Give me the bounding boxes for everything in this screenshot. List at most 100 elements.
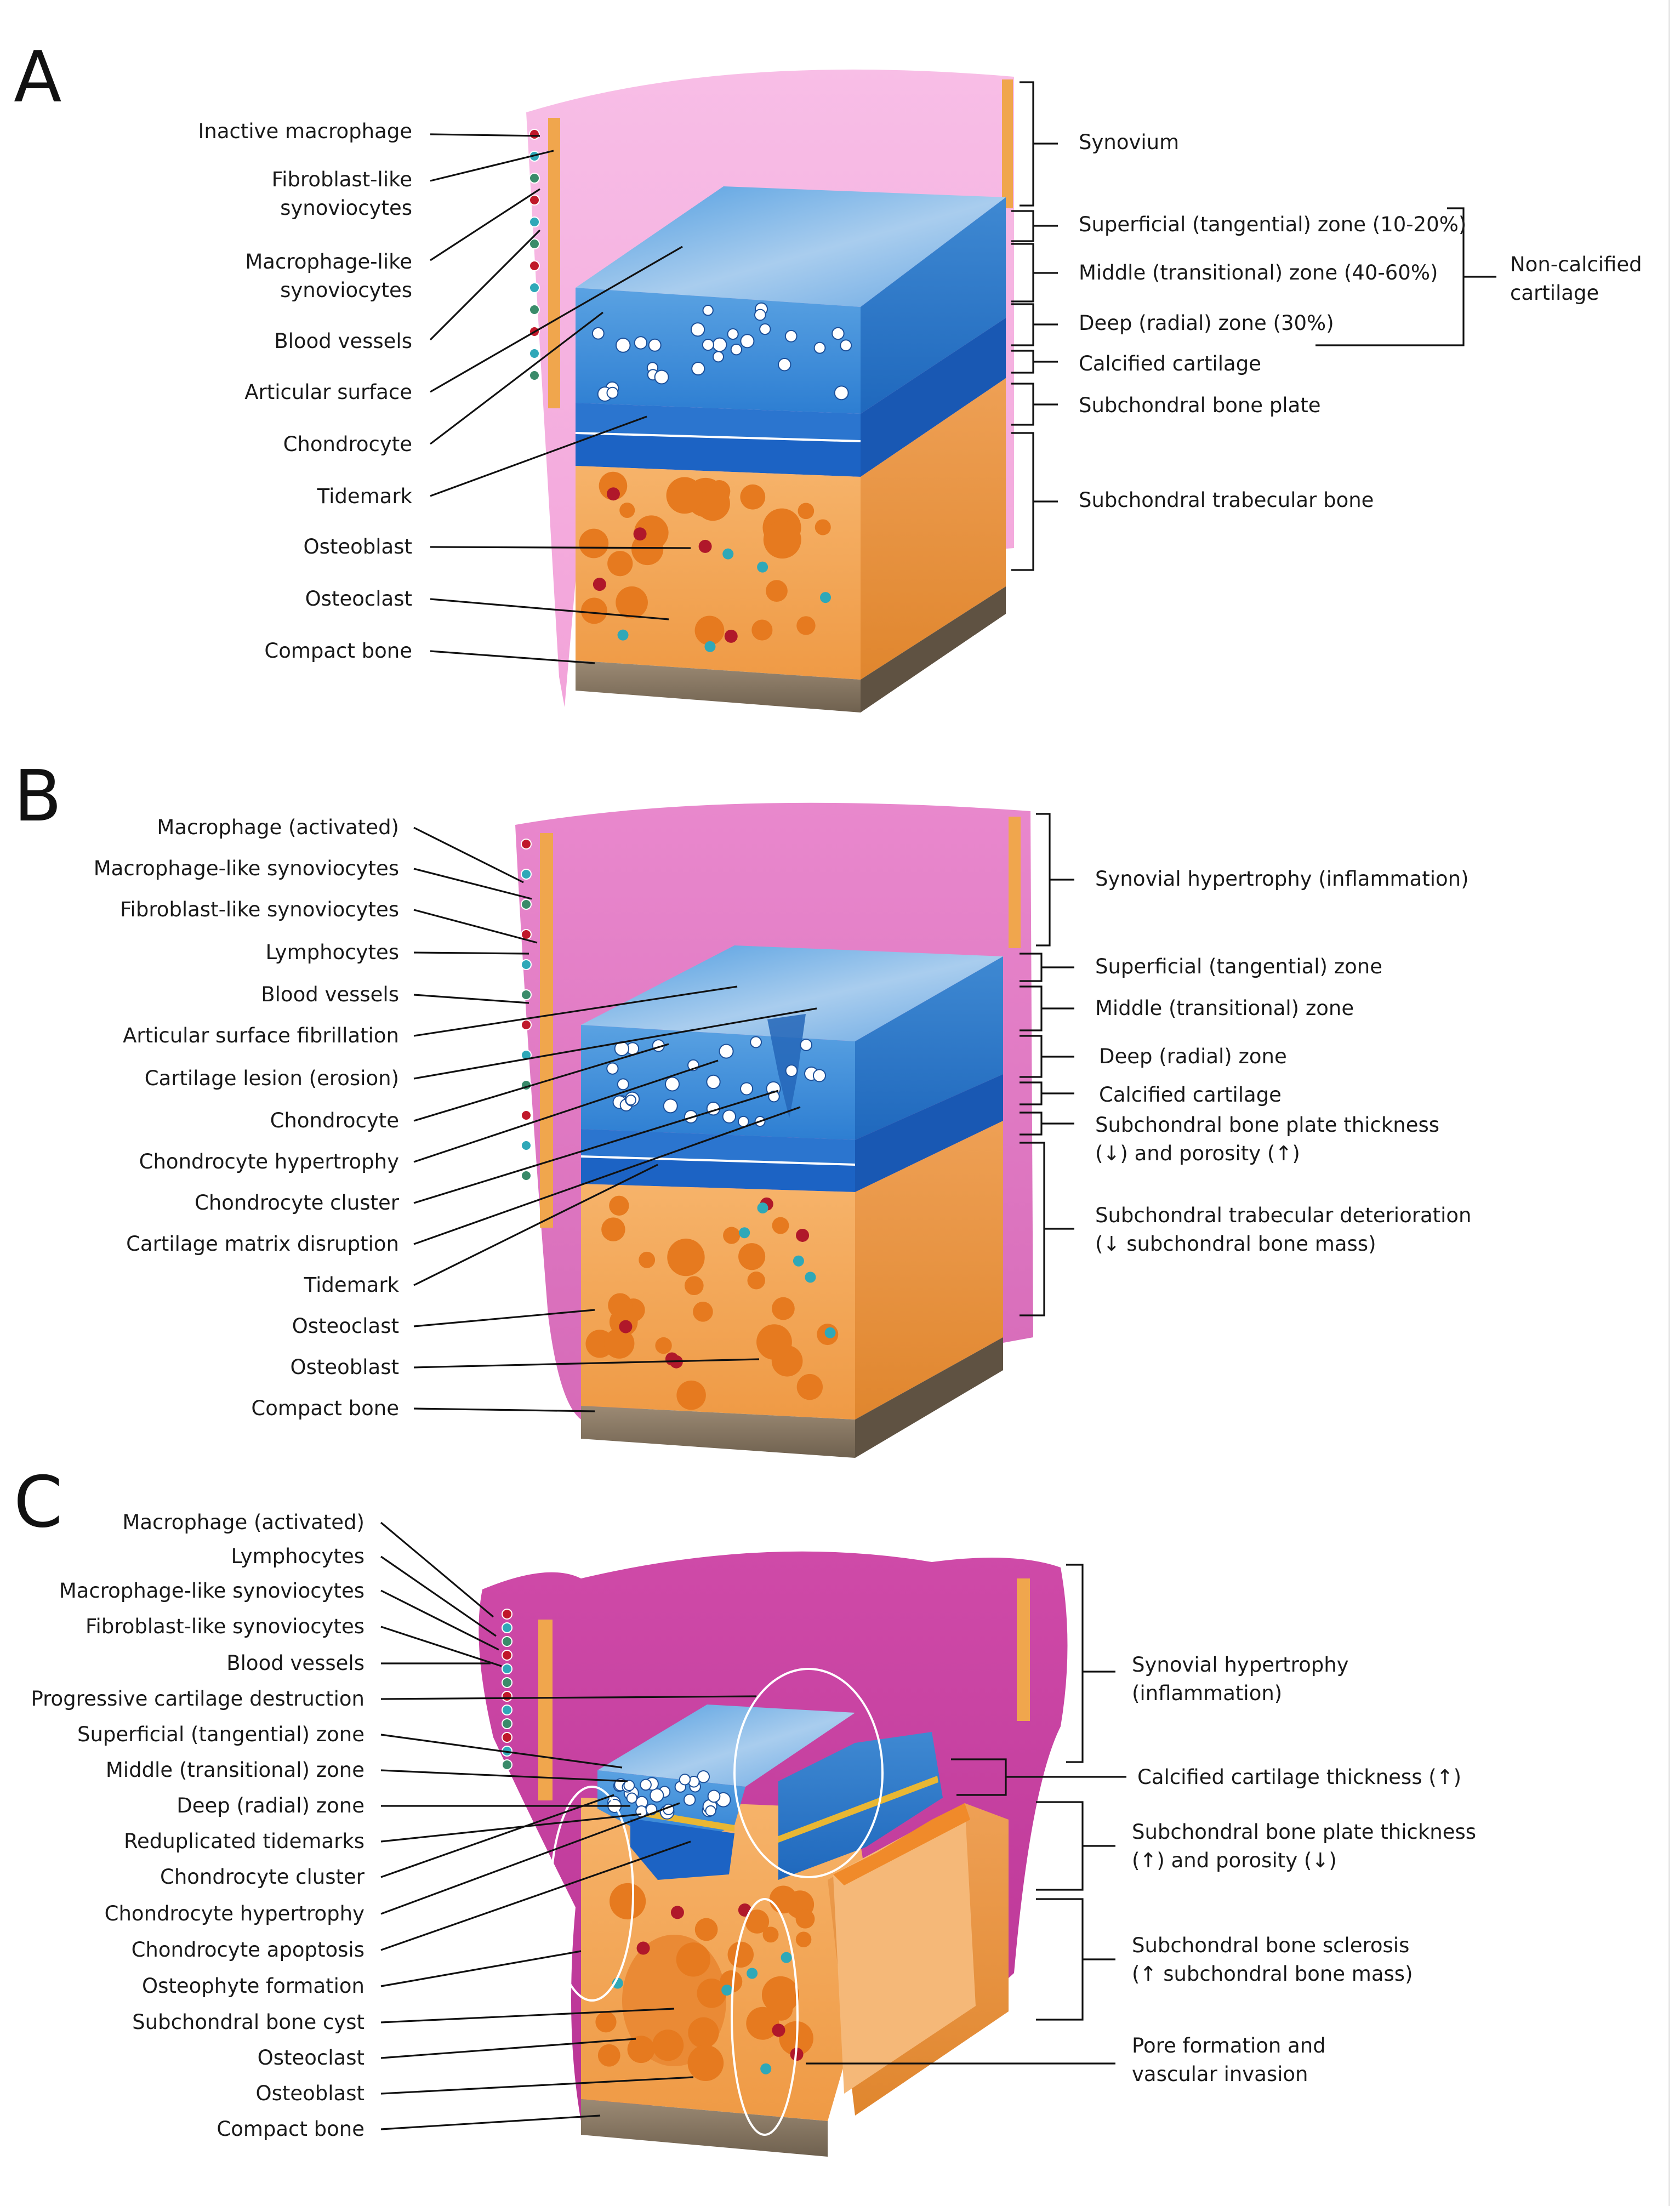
panel-a-label-blood-vessels: Blood vessels [274, 329, 412, 353]
panel-b-articular-surface [581, 945, 1003, 1041]
chondrocyte-cell [832, 327, 845, 340]
panel-c-leader [380, 2038, 636, 2059]
marrow-cavity [746, 2007, 779, 2040]
chondrocyte-cell [713, 351, 724, 363]
panel-b-leader [413, 909, 538, 944]
panel-b-compact-bone-side [855, 1337, 1003, 1458]
panel-a-compact-bone-side [861, 586, 1006, 712]
panel-c-osteophyte-outline [550, 1786, 634, 2002]
macrophage-cell [529, 348, 540, 359]
label-line: Osteoblast [290, 1355, 399, 1379]
panel-c-right-labels: Synovial hypertrophy(inflammation) Calci… [1132, 1653, 1476, 2086]
panel-b-leader [413, 1309, 595, 1327]
panel-c-leader [380, 2076, 694, 2095]
synoviocyte-cell [502, 1759, 512, 1770]
panel-b-label-bone-plate-thickness: Subchondral bone plate thickness(↓) and … [1095, 1113, 1439, 1165]
chondrocyte-cell [740, 334, 755, 349]
chondrocyte-cell [813, 341, 826, 354]
panel-b-left-labels: Macrophage (activated) Macrophage-like s… [94, 816, 400, 1420]
panel-a-label-inactive-macrophage: Inactive macrophage [198, 119, 412, 143]
synoviocyte-cell [521, 1170, 532, 1181]
panel-b-label-cartilage-lesion: Cartilage lesion (erosion) [145, 1067, 399, 1090]
osteoclast-cell [633, 527, 647, 541]
label-line: Middle (transitional) zone (40-60%) [1079, 261, 1438, 284]
label-line: Chondrocyte cluster [195, 1191, 400, 1215]
label-line: Articular surface fibrillation [123, 1024, 399, 1047]
panel-b-label-superficial-zone: Superficial (tangential) zone [1095, 955, 1382, 978]
label-line: vascular invasion [1132, 2062, 1308, 2086]
marrow-cavity [652, 2030, 684, 2061]
panel-c-bracket-sclerosis [1036, 1898, 1115, 2021]
marrow-cavity [666, 477, 703, 514]
osteoblast-cell [824, 1327, 836, 1338]
panel-a-label-calcified-cartilage: Calcified cartilage [1079, 352, 1261, 375]
macrophage-cell [521, 1050, 532, 1061]
blood-vessel [521, 1019, 532, 1030]
marrow-cavity [798, 503, 815, 520]
panel-b-label-calcified-cartilage: Calcified cartilage [1099, 1083, 1282, 1107]
panel-b-joint-block [580, 945, 1003, 1458]
panel-a-bone-plate-side [861, 318, 1006, 477]
panel-b-label-fibroblast-like-synoviocytes: Fibroblast-like synoviocytes [120, 898, 399, 921]
panel-c-leader [380, 1813, 642, 1843]
chondrocyte-cell [625, 1095, 636, 1106]
synoviocyte-cell [529, 238, 540, 249]
marrow-cavity [608, 1293, 633, 1318]
label-line: Articular surface [244, 380, 412, 404]
panel-c-synovium-lining-left [538, 1620, 553, 1800]
osteoblast-cell [805, 1272, 816, 1283]
panel-c-leader [380, 2008, 675, 2023]
chondrocyte-cell [626, 1792, 637, 1804]
marrow-cavity [694, 1918, 718, 1941]
chondrocyte-cell [705, 1805, 716, 1817]
panel-c-label-osteophyte-formation: Osteophyte formation [142, 1974, 365, 1998]
label-line: Macrophage-like [245, 250, 412, 273]
marrow-cavity [655, 1337, 672, 1354]
macrophage-cell [502, 1663, 512, 1674]
chondrocyte-cell [778, 358, 791, 372]
panel-b-leader [413, 826, 524, 883]
marrow-cavity [705, 481, 730, 505]
label-line: Chondrocyte cluster [160, 1865, 365, 1889]
marrow-cavity [751, 619, 773, 641]
panel-c-leader [380, 1840, 691, 1951]
panel-c-label-osteoblast: Osteoblast [255, 2082, 365, 2105]
panel-a-leader [430, 246, 683, 393]
chondrocyte-cell [654, 369, 669, 385]
panel-c-label-synovial-hypertrophy: Synovial hypertrophy(inflammation) [1132, 1653, 1349, 1705]
blood-vessel [502, 1732, 512, 1743]
panel-a-compact-bone [576, 660, 861, 712]
panel-c-leader [380, 1734, 623, 1769]
label-line: (↑ subchondral bone mass) [1132, 1962, 1413, 1986]
label-line: Chondrocyte hypertrophy [139, 1150, 399, 1173]
synoviocyte-cell [521, 989, 532, 1000]
panel-b-bracket-deep [1020, 1035, 1074, 1078]
chondrocyte-cell [727, 328, 739, 340]
panel-b-label-deep-zone: Deep (radial) zone [1099, 1045, 1287, 1068]
chondrocyte-cell [730, 344, 743, 356]
osteoblast-cell [722, 548, 734, 560]
label-line: Synovium [1079, 130, 1179, 154]
osteoclast-cell [606, 487, 620, 501]
label-line: Middle (transitional) zone [106, 1758, 365, 1782]
chondrocyte-cell [650, 1788, 664, 1803]
blood-vessel [529, 195, 540, 206]
chondrocyte-cell [615, 338, 631, 353]
label-line: Progressive cartilage destruction [31, 1687, 365, 1711]
panel-c-osteophyte [833, 1803, 970, 1885]
synoviocyte-cell [502, 1636, 512, 1647]
label-line: Blood vessels [261, 983, 399, 1006]
osteoblast-cell [617, 629, 629, 641]
osteoblast-cell [793, 1255, 804, 1267]
panel-c-label-lymphocytes: Lymphocytes [231, 1544, 365, 1568]
marrow-cavity [795, 1931, 812, 1947]
blood-vessel [529, 260, 540, 271]
panel-b-label-macrophage-activated: Macrophage (activated) [157, 816, 399, 839]
chondrocyte-cell [606, 1062, 619, 1075]
panel-c: C [14, 1462, 1476, 2157]
panel-b-label-chondrocyte: Chondrocyte [270, 1109, 399, 1132]
panel-a-label-osteoclast: Osteoclast [305, 587, 412, 611]
macrophage-cell [521, 1140, 532, 1151]
marrow-cavity [639, 1251, 656, 1268]
